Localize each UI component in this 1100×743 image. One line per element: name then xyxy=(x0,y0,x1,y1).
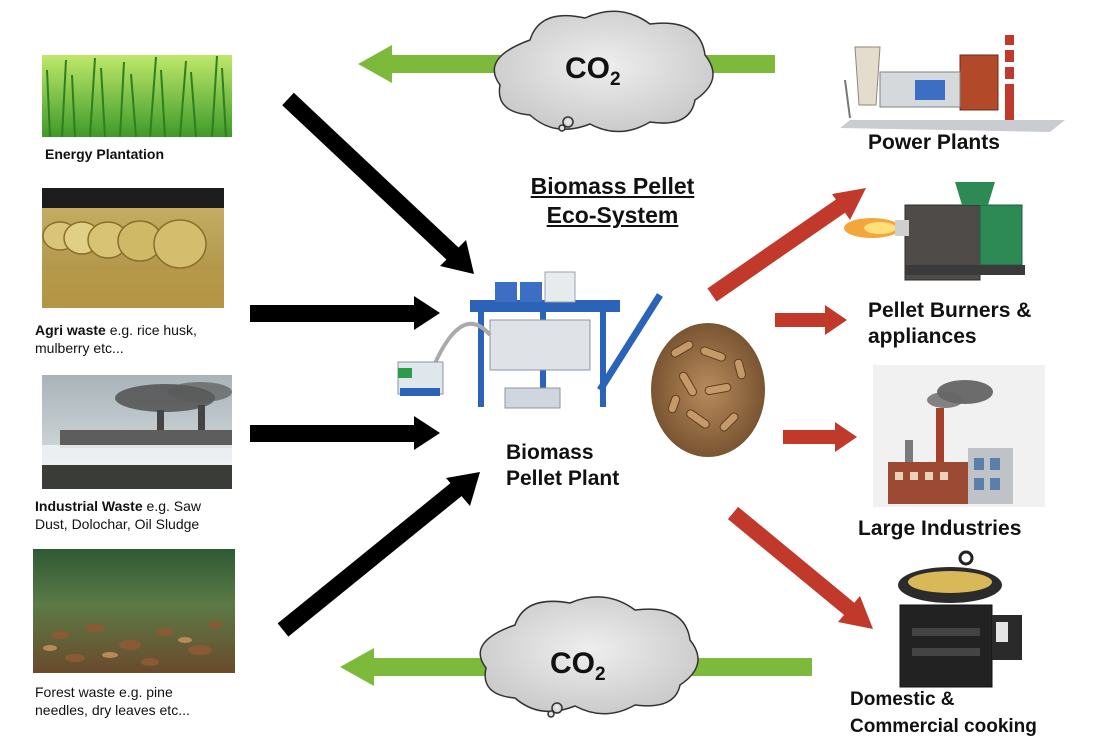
co2-cloud-bottom xyxy=(479,596,699,718)
industrial-waste-bold: Industrial Waste xyxy=(35,498,143,514)
agri-waste-line2: mulberry etc... xyxy=(35,339,124,356)
output-arrow-cooking xyxy=(727,506,873,629)
forest-waste-caption: Forest waste e.g. pine needles, dry leav… xyxy=(35,684,265,719)
pellet-plant-line-1: Biomass xyxy=(506,441,594,464)
industrial-waste-caption: Industrial Waste e.g. Saw Dust, Dolochar… xyxy=(35,498,265,533)
forest-waste-line1: Forest waste e.g. pine xyxy=(35,684,173,700)
cooking-stove-image xyxy=(898,550,1022,688)
pellet-burners-line2: appliances xyxy=(868,325,977,349)
output-arrow-power xyxy=(707,188,866,302)
industrial-waste-image xyxy=(42,375,232,489)
agri-waste-line1: e.g. rice husk, xyxy=(105,322,197,338)
domestic-cooking-line1: Domestic & xyxy=(850,689,955,710)
co2-text-bottom: CO xyxy=(550,647,595,680)
output-arrow-burners xyxy=(775,305,847,335)
industrial-waste-line1: e.g. Saw xyxy=(142,498,202,514)
input-arrow-forest xyxy=(277,472,480,637)
forest-waste-image xyxy=(33,549,235,673)
pellet-plant-line-2: Pellet Plant xyxy=(506,467,620,491)
title-line-1: Biomass Pellet xyxy=(530,173,695,199)
input-arrow-industrial xyxy=(250,416,440,450)
agri-waste-bold: Agri waste xyxy=(35,322,106,338)
pellet-burners-line1: Pellet Burners & xyxy=(868,299,1032,322)
wood-pellets-image xyxy=(651,323,765,457)
forest-waste-line2: needles, dry leaves etc... xyxy=(35,701,190,718)
title-line-2: Eco-System xyxy=(546,201,679,228)
co2-cloud-top xyxy=(493,10,714,133)
input-arrow-plantation xyxy=(282,92,474,274)
energy-plantation-image xyxy=(42,55,232,138)
energy-plantation-caption: Energy Plantation xyxy=(45,146,165,162)
co2-label-bottom: CO2 xyxy=(550,647,606,686)
power-plants-label: Power Plants xyxy=(868,131,1000,154)
co2-subscript-bottom: 2 xyxy=(595,664,606,685)
agri-waste-image xyxy=(42,188,224,308)
large-industries-image xyxy=(873,365,1045,507)
pellet-plant-label: Biomass Pellet Plant xyxy=(506,440,619,493)
large-industries-label: Large Industries xyxy=(858,517,1022,540)
output-arrow-industries xyxy=(783,422,857,452)
co2-label-top: CO2 xyxy=(565,52,621,91)
domestic-cooking-line2: Commercial cooking xyxy=(850,715,1037,737)
input-arrow-agri xyxy=(250,296,440,330)
co2-subscript-top: 2 xyxy=(610,69,621,90)
pellet-burner-image xyxy=(844,182,1025,281)
agri-waste-caption: Agri waste e.g. rice husk, mulberry etc.… xyxy=(35,322,255,357)
power-plant-image xyxy=(840,35,1065,132)
industrial-waste-line2: Dust, Dolochar, Oil Sludge xyxy=(35,515,200,532)
pellet-plant-machine-image xyxy=(397,271,663,409)
pellet-burners-label: Pellet Burners & appliances xyxy=(868,298,1031,351)
diagram-title: Biomass Pellet Eco-System xyxy=(505,172,720,230)
co2-text-top: CO xyxy=(565,52,610,85)
domestic-cooking-label: Domestic & Commercial cooking xyxy=(850,687,1037,740)
